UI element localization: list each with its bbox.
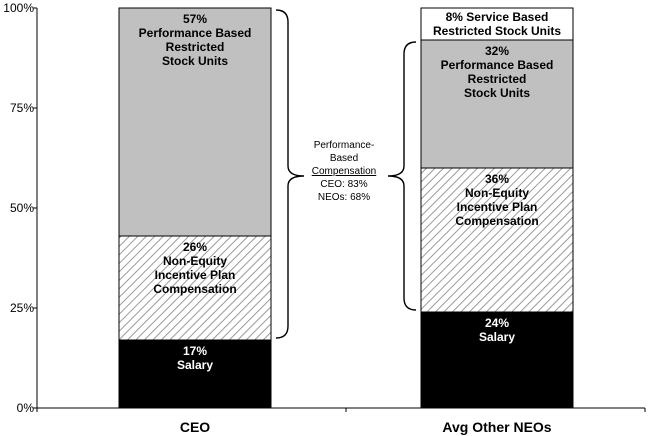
data-label: Non-Equity xyxy=(465,186,529,200)
data-label: Restricted xyxy=(468,72,527,86)
data-label: 32% xyxy=(485,44,509,58)
annotation-line: CEO: 83% xyxy=(320,179,367,190)
annotation-line: Performance- xyxy=(314,140,375,151)
data-label: Restricted xyxy=(166,40,225,54)
data-label: Performance Based xyxy=(441,58,554,72)
data-label: Salary xyxy=(177,358,213,372)
data-label: 57% xyxy=(183,12,207,26)
data-label: Non-Equity xyxy=(163,254,227,268)
data-label: 24% xyxy=(485,316,509,330)
data-label: Compensation xyxy=(153,282,236,296)
annotation-line: NEOs: 68% xyxy=(318,192,370,203)
bar-segment-salary xyxy=(420,311,574,409)
bar-segment-performance-based-restricted-stock-units xyxy=(118,7,272,237)
data-label: Compensation xyxy=(455,214,538,228)
x-category-label: Avg Other NEOs xyxy=(442,419,551,435)
data-label: Stock Units xyxy=(464,86,530,100)
x-category-label: CEO xyxy=(180,419,210,435)
data-label: Performance Based xyxy=(139,26,252,40)
plot-area: 0%25%50%75%100%17%Salary26%Non-EquityInc… xyxy=(3,1,646,435)
data-label: 26% xyxy=(183,240,207,254)
bar-segment-non-equity-incentive-plan-compensation xyxy=(118,235,272,341)
y-tick-label: 25% xyxy=(10,301,34,315)
data-label: Incentive Plan xyxy=(457,200,538,214)
bar-segment-performance-based-restricted-stock-units xyxy=(420,39,574,169)
data-label: 17% xyxy=(183,344,207,358)
data-label: 8% Service Based xyxy=(446,10,549,24)
data-label: Restricted Stock Units xyxy=(433,24,561,38)
annotation-line: Based xyxy=(330,153,358,164)
bar-segment-non-equity-incentive-plan-compensation xyxy=(420,167,574,313)
brace-neos xyxy=(387,41,417,311)
bar-segment-service-based-restricted-stock-units xyxy=(420,7,574,41)
data-label: Stock Units xyxy=(162,54,228,68)
data-label: Salary xyxy=(479,330,515,344)
data-label: Incentive Plan xyxy=(155,268,236,282)
data-label: 36% xyxy=(485,172,509,186)
brace-ceo xyxy=(275,9,305,339)
y-tick-label: 50% xyxy=(10,201,34,215)
y-tick-label: 0% xyxy=(17,401,35,415)
annotation-line: Compensation xyxy=(312,166,376,177)
y-tick-label: 75% xyxy=(10,101,34,115)
y-tick-label: 100% xyxy=(3,1,34,15)
